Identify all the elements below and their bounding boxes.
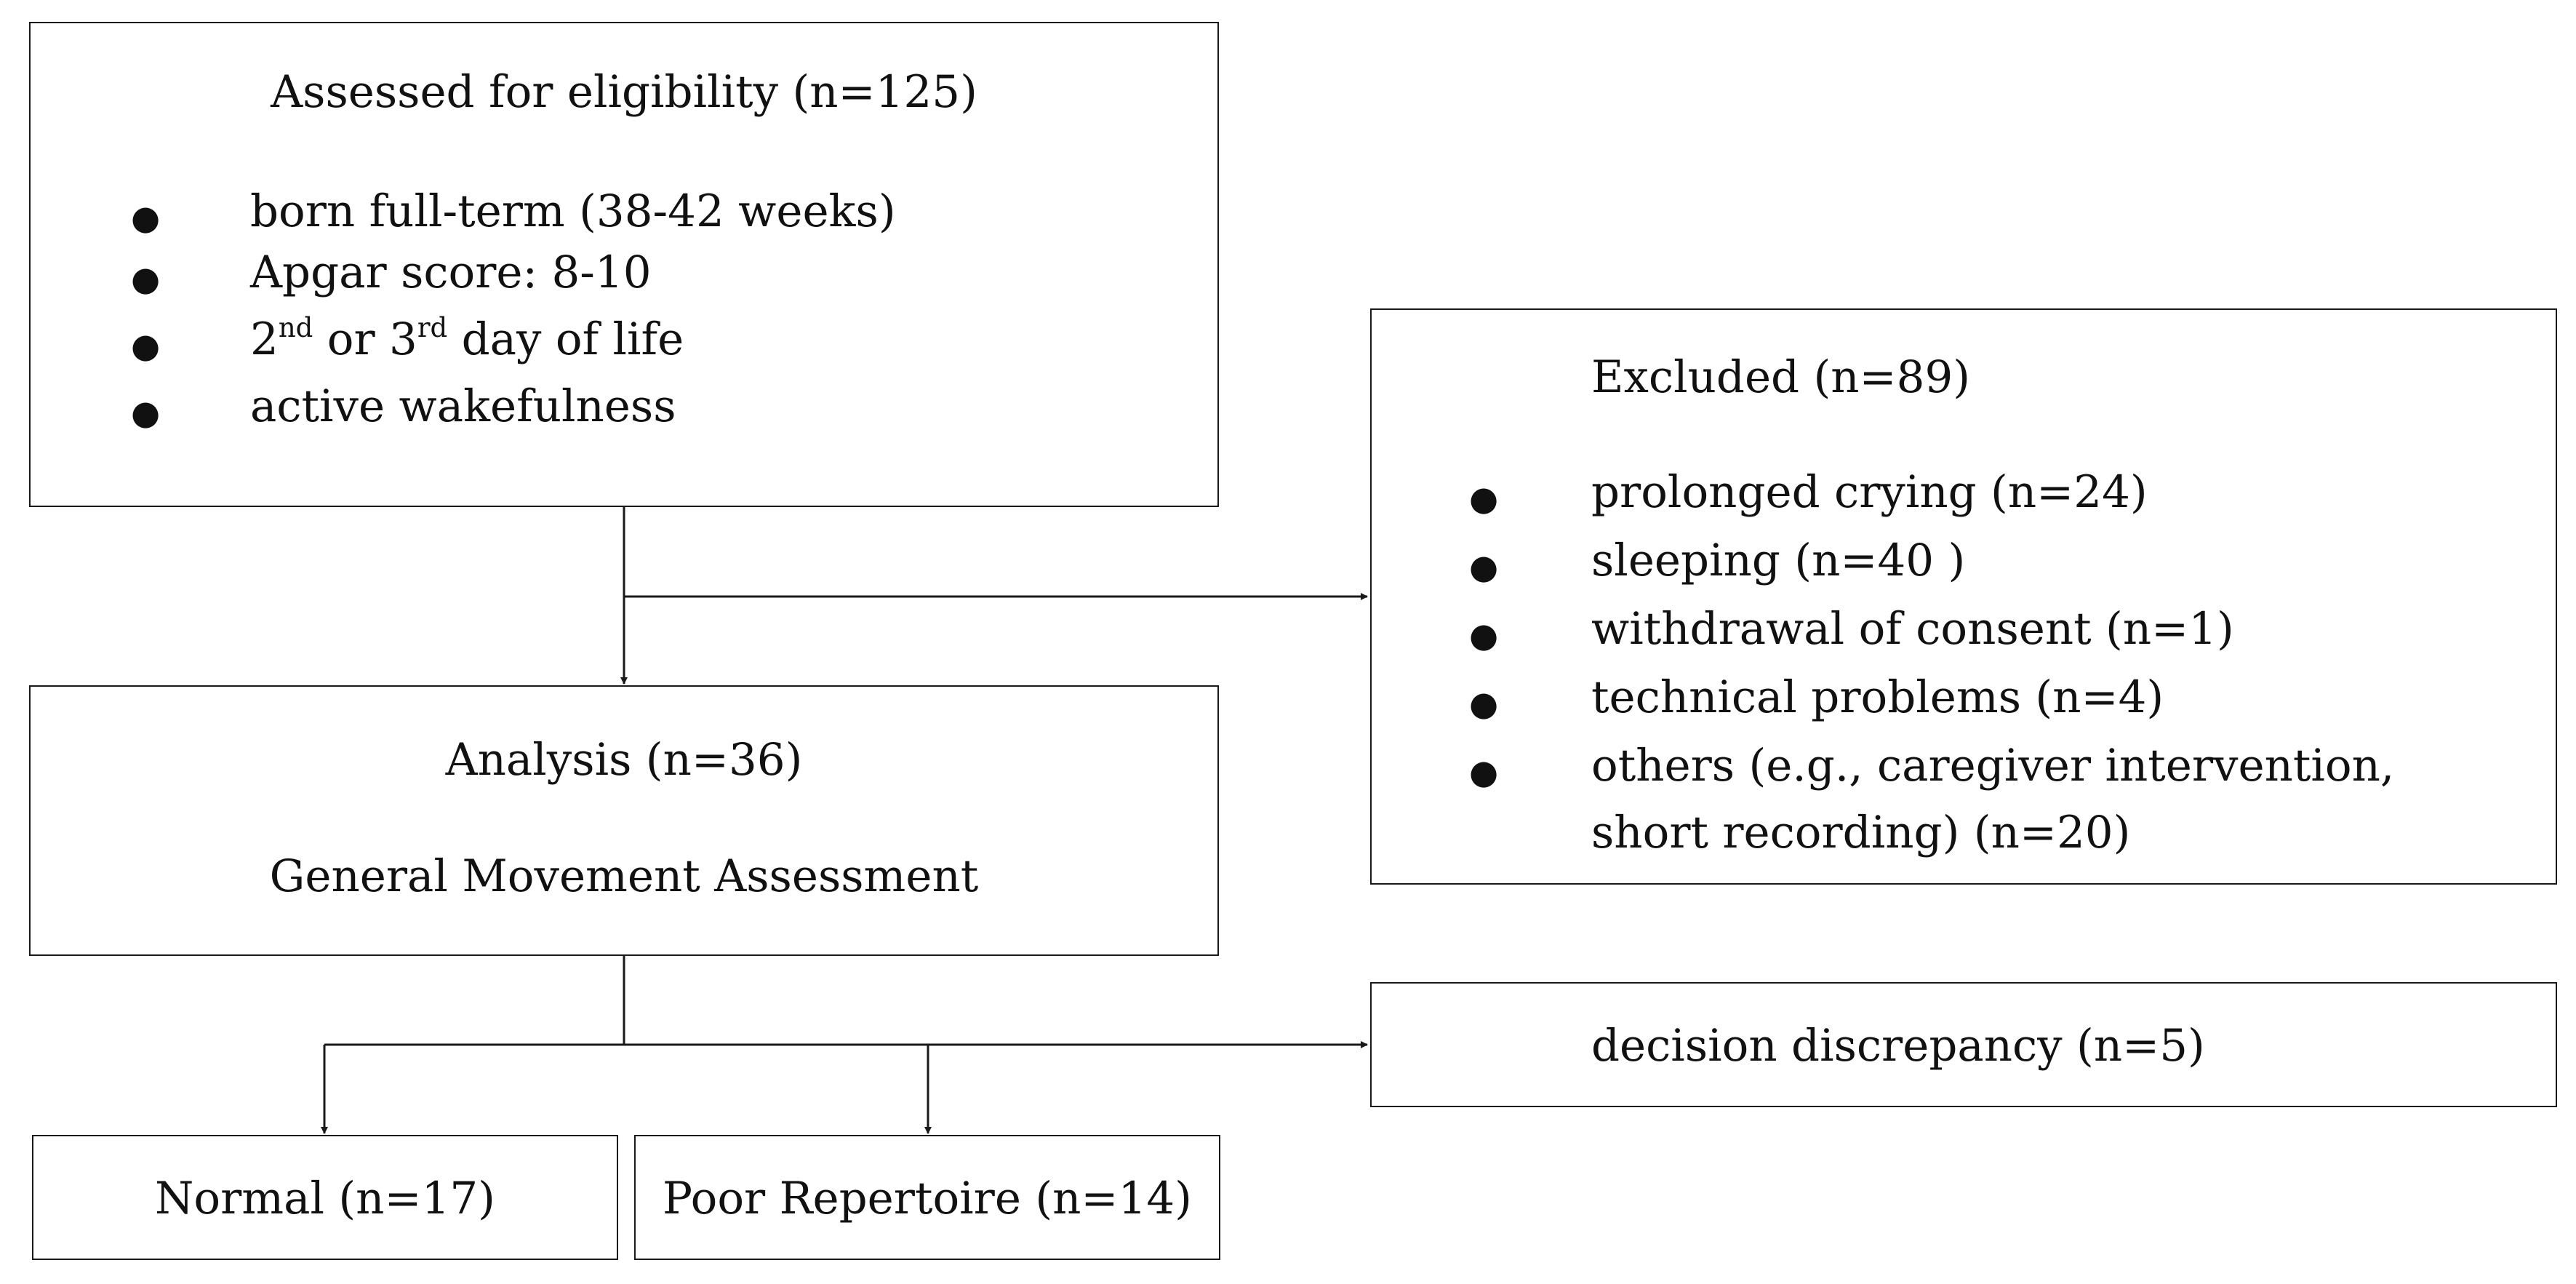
analysis-box: Analysis (n=36) General Movement Assessm… [29, 685, 1219, 956]
bullet-icon: ● [131, 393, 161, 432]
discrepancy-box: decision discrepancy (n=5) [1370, 982, 2557, 1107]
bullet-icon: ● [1469, 547, 1499, 586]
excluded-title: Excluded (n=89) [1591, 351, 1971, 403]
bullet-icon: ● [131, 326, 161, 365]
poor-repertoire-box: Poor Repertoire (n=14) [634, 1135, 1220, 1260]
normal-label: Normal (n=17) [155, 1173, 495, 1224]
excluded-reason: prolonged crying (n=24) [1591, 466, 2148, 518]
excluded-reason: others (e.g., caregiver intervention, [1591, 740, 2395, 791]
normal-box: Normal (n=17) [32, 1135, 618, 1260]
criterion-full-term: born full-term (38-42 weeks) [250, 186, 896, 237]
eligibility-title: Assessed for eligibility (n=125) [271, 66, 977, 118]
bullet-icon: ● [1469, 479, 1499, 518]
analysis-subtitle: General Movement Assessment [269, 850, 979, 902]
excluded-reason: sleeping (n=40 ) [1591, 535, 1966, 586]
analysis-title: Analysis (n=36) [445, 734, 803, 786]
criterion-wakefulness: active wakefulness [250, 380, 676, 432]
bullet-icon: ● [1469, 752, 1499, 791]
discrepancy-label: decision discrepancy (n=5) [1591, 1020, 2205, 1072]
excluded-reason-continuation: short recording) (n=20) [1591, 807, 2131, 858]
bullet-icon: ● [1469, 615, 1499, 655]
criterion-day-of-life: 2nd or 3rd day of life [250, 312, 684, 365]
excluded-reason: withdrawal of consent (n=1) [1591, 603, 2234, 655]
excluded-reason: technical problems (n=4) [1591, 671, 2164, 723]
bullet-icon: ● [131, 259, 161, 298]
eligibility-box: Assessed for eligibility (n=125) ● born … [29, 22, 1219, 507]
bullet-icon: ● [131, 198, 161, 237]
bullet-icon: ● [1469, 684, 1499, 723]
poor-repertoire-label: Poor Repertoire (n=14) [663, 1173, 1192, 1224]
excluded-box: Excluded (n=89) ● prolonged crying (n=24… [1370, 308, 2557, 885]
criterion-apgar: Apgar score: 8-10 [250, 247, 652, 298]
